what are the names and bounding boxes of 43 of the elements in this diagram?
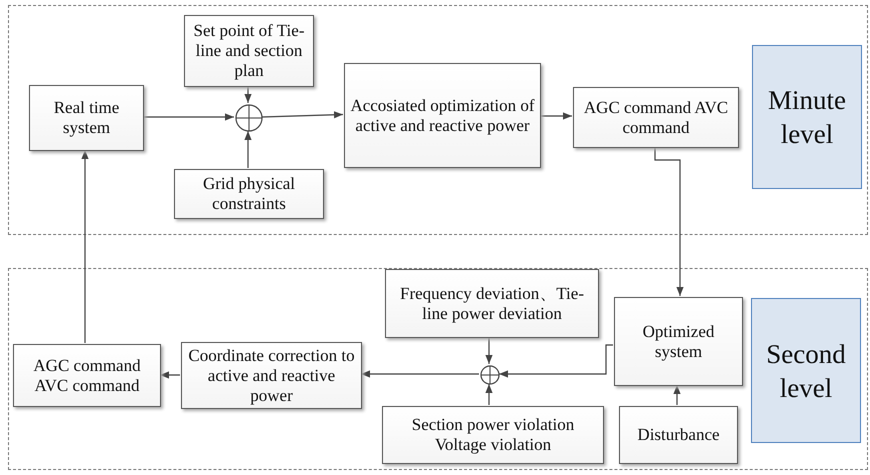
arrow [361,370,479,378]
summing-junction [235,104,263,132]
node-label: Real time system [52,98,120,138]
node-label: Second level [765,338,847,404]
node-label: Accosiated optimization of active and reactive power [350,96,535,136]
process-box [181,342,362,409]
arrow [262,111,344,118]
process-box [614,297,743,386]
level-box [752,45,862,189]
process-box [382,406,604,464]
arrow [673,385,681,405]
arrow [244,131,252,168]
dashed-region [8,5,868,235]
arrow [485,384,493,405]
node-label: Coordinate correction to active and reactive power [187,346,356,406]
process-box [29,85,144,151]
level-box [751,298,861,443]
node-label: Grid physical constraints [202,174,296,214]
process-box [344,63,541,168]
arrow [143,113,234,121]
arrow [160,371,180,379]
process-box [13,344,161,407]
node-label: Optimized system [642,322,716,362]
node-label: Frequency deviation、Tie-line power deviation [399,284,585,324]
node-label: AGC command AVC command [582,98,730,138]
dashed-region [8,268,868,470]
summing-junction [480,365,500,385]
process-box [573,87,739,148]
arrow [499,344,613,378]
process-box [174,169,324,219]
node-label: AGC command AVC command [32,356,142,396]
arrow [540,112,572,120]
process-box [619,406,738,464]
node-label: Minute level [767,84,847,151]
node-label: Set point of Tie-line and section plan [192,21,306,81]
node-label: Disturbance [637,425,720,445]
process-box [385,269,599,338]
arrow [654,147,684,296]
process-box [184,15,314,87]
arrow [81,150,89,343]
arrow [485,337,493,364]
node-label: Section power violation Voltage violation [410,415,576,455]
arrow [244,86,252,103]
